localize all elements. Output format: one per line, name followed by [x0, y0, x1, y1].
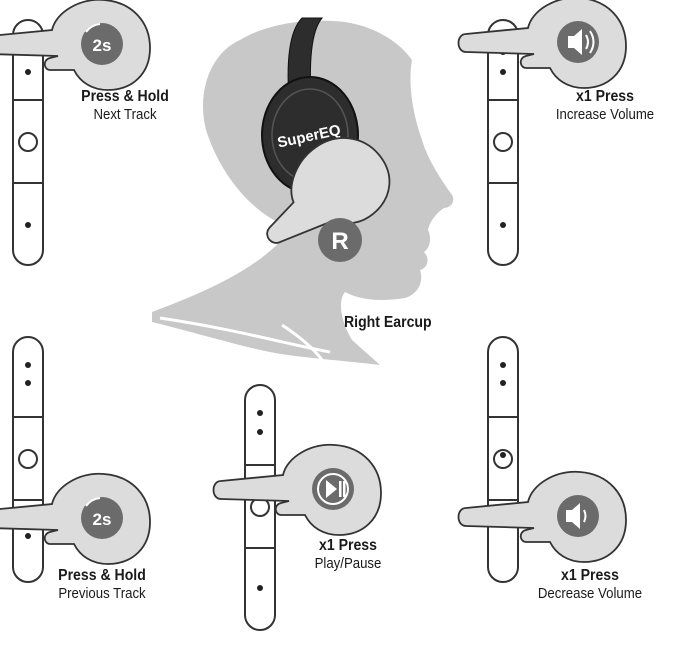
label-play-desc: Play/Pause [314, 555, 382, 573]
label-voldown-title: x1 Press [561, 567, 619, 584]
label-prev-title: Press & Hold [58, 567, 146, 584]
badge-prev: 2s [93, 510, 112, 529]
label-volup-desc: Increase Volume [555, 106, 655, 124]
play-pause-icon [317, 473, 349, 505]
label-volup-title: x1 Press [576, 88, 634, 105]
hand-voldown [457, 470, 627, 563]
strip-next [12, 19, 44, 266]
side-badge-circle [318, 218, 362, 262]
label-prev-desc: Previous Track [58, 585, 146, 603]
label-prev: Press & Hold Previous Track [37, 567, 167, 603]
label-next-title: Press & Hold [81, 88, 169, 105]
label-play-title: x1 Press [319, 537, 377, 554]
label-voldown: x1 Press Decrease Volume [525, 567, 655, 603]
label-volup: x1 Press Increase Volume [540, 88, 670, 124]
timer-arc-next [85, 23, 101, 33]
side-badge: R [331, 228, 348, 255]
strip-volup [487, 19, 519, 266]
strip-play [244, 384, 276, 631]
earcup-hand [266, 137, 391, 244]
hand-volup [457, 0, 627, 89]
strip-voldown [487, 336, 519, 583]
label-play: x1 Press Play/Pause [283, 537, 413, 573]
label-next-desc: Next Track [93, 106, 157, 124]
badge-next: 2s [93, 36, 112, 55]
earcup-label: Right Earcup [344, 314, 432, 331]
hand-play [212, 443, 382, 536]
speaker-down-icon [566, 503, 587, 529]
label-voldown-desc: Decrease Volume [537, 585, 643, 603]
strip-prev [12, 336, 44, 583]
speaker-up-icon [568, 29, 595, 55]
collar-line [159, 316, 331, 354]
label-next: Press & Hold Next Track [60, 88, 190, 124]
